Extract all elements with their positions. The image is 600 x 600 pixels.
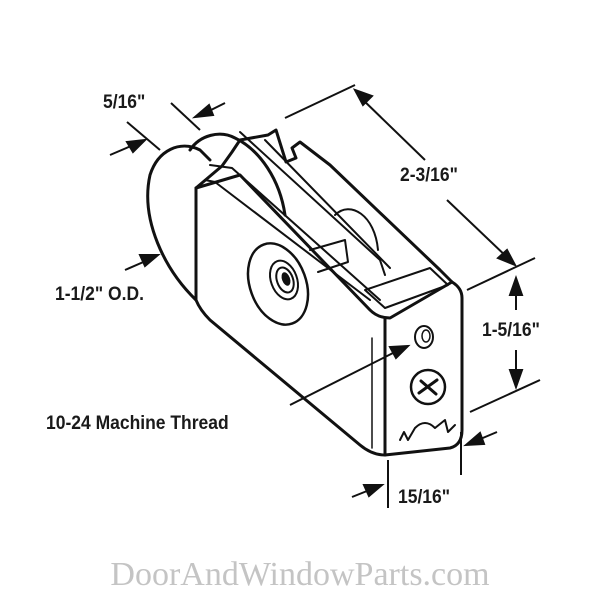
- dimension-thread: 10-24 Machine Thread: [46, 413, 229, 434]
- housing-side: [194, 128, 464, 457]
- watermark-text: DoorAndWindowParts.com: [110, 556, 490, 593]
- wheel-top-arc: [188, 132, 287, 217]
- phillips-screw: [409, 368, 447, 406]
- dimension-height: 1-5/16": [482, 320, 540, 341]
- wheel-outline: [146, 144, 212, 302]
- adjust-hole: [414, 325, 434, 349]
- dimension-wheel-diameter: 1-1/2" O.D.: [55, 284, 144, 305]
- axle-hub: [246, 242, 310, 326]
- dimension-width: 15/16": [398, 487, 451, 508]
- housing-top-edge: [194, 173, 454, 320]
- dimension-wheel-thickness: 5/16": [103, 92, 146, 113]
- dimension-length: 2-3/16": [400, 165, 458, 186]
